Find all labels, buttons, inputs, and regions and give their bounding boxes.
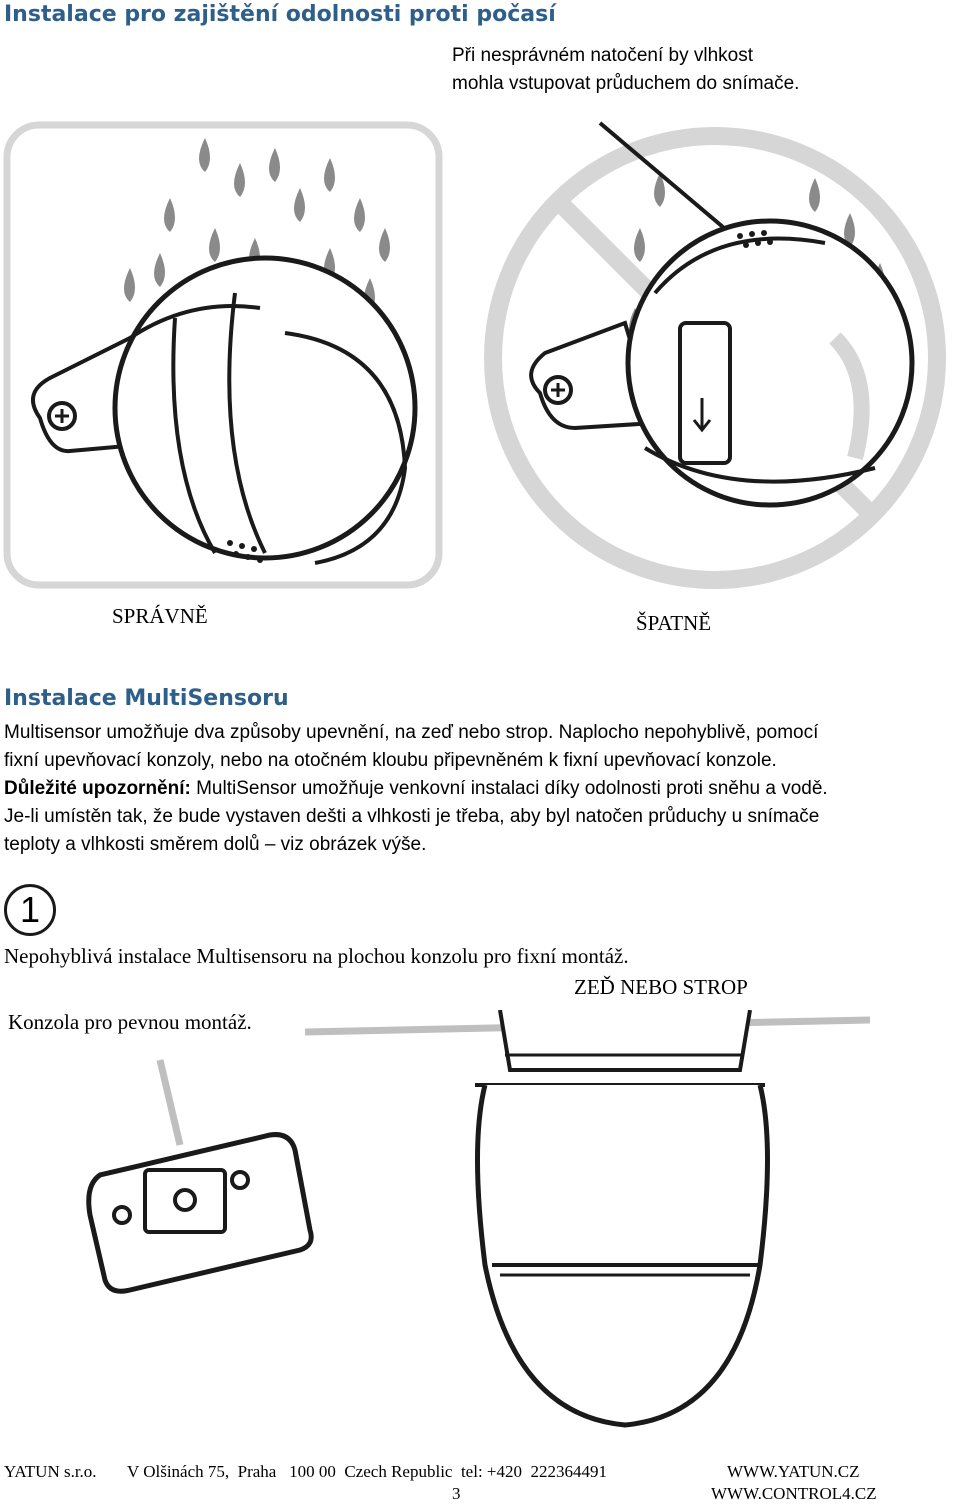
wrong-installation-illustration [484, 121, 946, 589]
important-text: MultiSensor umožňuje venkovní instalaci … [190, 778, 828, 799]
wall-ceiling-label: ZEĎ NEBO STROP [574, 975, 748, 999]
correct-installation-illustration [3, 121, 443, 589]
step-number: 1 [19, 889, 41, 930]
step-description: Nepohyblivá instalace Multisensoru na pl… [4, 944, 629, 968]
moisture-note-line2: mohla vstupovat průduchem do snímače. [452, 73, 800, 94]
footer-website-yatun[interactable]: WWW.YATUN.CZ [727, 1462, 860, 1481]
wrong-label: ŠPATNĚ [636, 611, 712, 635]
paragraph-line4: Je-li umístěn tak, že bude vystaven dešt… [4, 806, 820, 827]
bracket-label: Konzola pro pevnou montáž. [8, 1010, 252, 1034]
multisensor-paragraph: Multisensor umožňuje dva způsoby upevněn… [4, 719, 954, 859]
page-number: 3 [452, 1484, 461, 1503]
footer-website-control4[interactable]: WWW.CONTROL4.CZ [711, 1484, 877, 1503]
moisture-note: Při nesprávném natočení by vlhkost mohla… [452, 42, 799, 98]
paragraph-line5: teploty a vlhkosti směrem dolů – viz obr… [4, 834, 427, 855]
paragraph-line1: Multisensor umožňuje dva způsoby upevněn… [4, 722, 819, 743]
important-label: Důležité upozornění: [4, 778, 191, 799]
footer-company: YATUN s.r.o. [4, 1462, 97, 1481]
paragraph-line3: Důležité upozornění: MultiSensor umožňuj… [4, 775, 954, 803]
fixed-mount-illustration [86, 1010, 871, 1428]
multisensor-section-title: Instalace MultiSensoru [4, 686, 289, 711]
paragraph-line2: fixní upevňovací konzoly, nebo na otočné… [4, 750, 777, 771]
footer-address: V Olšinách 75, Praha 100 00 Czech Republ… [127, 1462, 608, 1481]
correct-label: SPRÁVNĚ [112, 604, 208, 628]
moisture-note-line1: Při nesprávném natočení by vlhkost [452, 45, 753, 66]
weather-section-title: Instalace pro zajištění odolnosti proti … [4, 2, 556, 27]
step-number-badge: 1 [4, 884, 56, 936]
